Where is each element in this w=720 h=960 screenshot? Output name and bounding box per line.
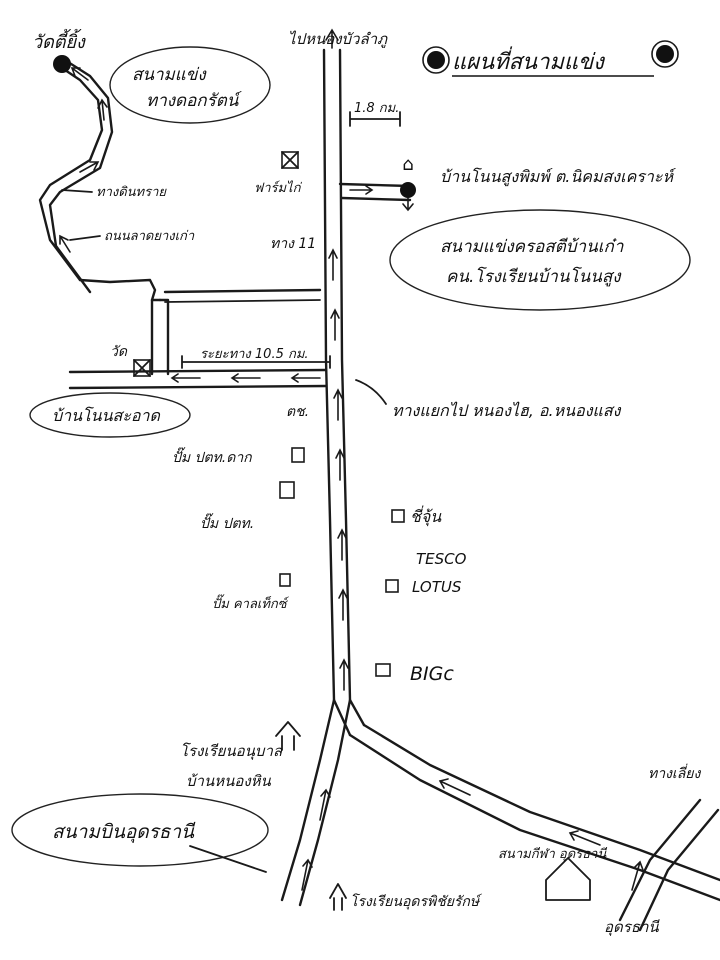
gas2-label: ปั๊ม ปตท. <box>200 513 254 532</box>
udon-stadium-house-icon <box>545 857 591 901</box>
tesco-label: TESCO <box>416 550 467 568</box>
airport-label: สนามบินอุดรธานี <box>52 821 196 843</box>
race-track-main-ellipse <box>389 209 691 311</box>
top-left-track: วัดตี้ยิ้ง สนามแข่ง ทางดอกรัตน์ <box>32 28 271 124</box>
wat-tai-label: วัดตี้ยิ้ง <box>32 28 86 53</box>
distance-left-label: ระยะทาง 10.5 กม. <box>200 347 309 362</box>
dirt-road-label: ทางดินทราย <box>96 185 167 200</box>
bigc-icon <box>375 663 391 677</box>
gas3-icon <box>279 573 291 587</box>
airport-ellipse <box>11 793 269 867</box>
to-north-label: ไปหนองบัวลำภู <box>288 30 388 48</box>
wat-tai-pin-icon <box>53 55 71 73</box>
track-top-left-label-2: ทางดอกรัตน์ <box>146 91 243 111</box>
bigc-label: BIGc <box>410 663 454 685</box>
wat-label: วัด <box>110 344 128 360</box>
paved-road-label: ถนนลาดยางเก่า <box>104 229 195 244</box>
house-icon: ⌂ <box>402 154 413 175</box>
title-bullet-left-ring <box>422 46 450 74</box>
gas1-label: ปั๊ม ปตท.ดาก <box>172 447 253 466</box>
race-track-pin-icon <box>400 182 416 198</box>
police-label: ตช. <box>286 404 309 420</box>
map-title: แผนที่สนามแข่ง <box>422 40 679 77</box>
distance-top-label: 1.8 กม. <box>354 101 399 116</box>
main-road-labels: ไปหนองบัวลำภู ฟาร์มไก่ ทาง 11 ตช. ทางแยก… <box>11 30 701 936</box>
udon-stadium-label: สนามกีฬา อุดรธานี <box>498 846 608 862</box>
left-branch-road: ระยะทาง 10.5 กม. วัด บ้านโนนสะอาด <box>29 278 331 438</box>
udon-label: อุดรธานี <box>604 918 660 936</box>
title-bullet-right-ring <box>651 40 679 68</box>
race-track-main-label: สนามแข่งครอสตีบ้านเก๋า <box>440 237 624 257</box>
main-road <box>280 28 720 932</box>
title-bullet-right-icon <box>656 45 674 63</box>
ban-non-sung-label: บ้านโนนสูงพิมพ์ ต.นิคมสงเคราะห์ <box>440 167 676 187</box>
winding-road: ทางดินทราย ถนนลาดยางเก่า <box>38 60 195 294</box>
right-branch-road: 1.8 กม. <box>338 101 412 202</box>
school-udon-label: โรงเรียนอุดรพิชัยรักษ์ <box>350 893 482 910</box>
ban-non-sa-at-label: บ้านโนนสะอาด <box>52 406 162 425</box>
route-11-label: ทาง 11 <box>270 236 316 252</box>
title-bullet-left-icon <box>427 51 445 69</box>
farm-label: ฟาร์มไก่ <box>254 180 302 196</box>
gas2-icon <box>279 481 295 499</box>
track-top-left-ellipse <box>109 46 271 124</box>
track-top-left-label: สนามแข่ง <box>132 65 207 85</box>
to-right-top-label: ทางเลี่ยง <box>648 763 701 782</box>
turn-note-label: ทางแยกไป หนองไฮ, อ.หนองแสง <box>392 401 622 420</box>
farm-icon <box>281 151 299 169</box>
tesco-icon <box>385 579 399 593</box>
chijun-icon <box>391 509 405 523</box>
wat-icon <box>133 359 151 377</box>
ban-non-sa-at-ellipse <box>29 392 191 438</box>
ban-nong-hin-label: บ้านหนองหิน <box>186 772 272 790</box>
race-track-main-label-2: คน.โรงเรียนบ้านโนนสูง <box>446 266 622 287</box>
race-track-marker: ⌂ บ้านโนนสูงพิมพ์ ต.นิคมสงเคราะห์ สนามแข… <box>389 154 691 311</box>
hospital-label: โรงเรียนอนุบาล <box>180 742 283 760</box>
main-road-arrows <box>301 248 644 891</box>
gas3-label: ปั๊ม คาลเท็กซ์ <box>212 594 290 612</box>
chijun-label: ชี่จุ้น <box>410 505 442 527</box>
lotus-label: LOTUS <box>412 578 462 596</box>
title-text: แผนที่สนามแข่ง <box>452 46 606 75</box>
gas1-icon <box>291 447 305 463</box>
